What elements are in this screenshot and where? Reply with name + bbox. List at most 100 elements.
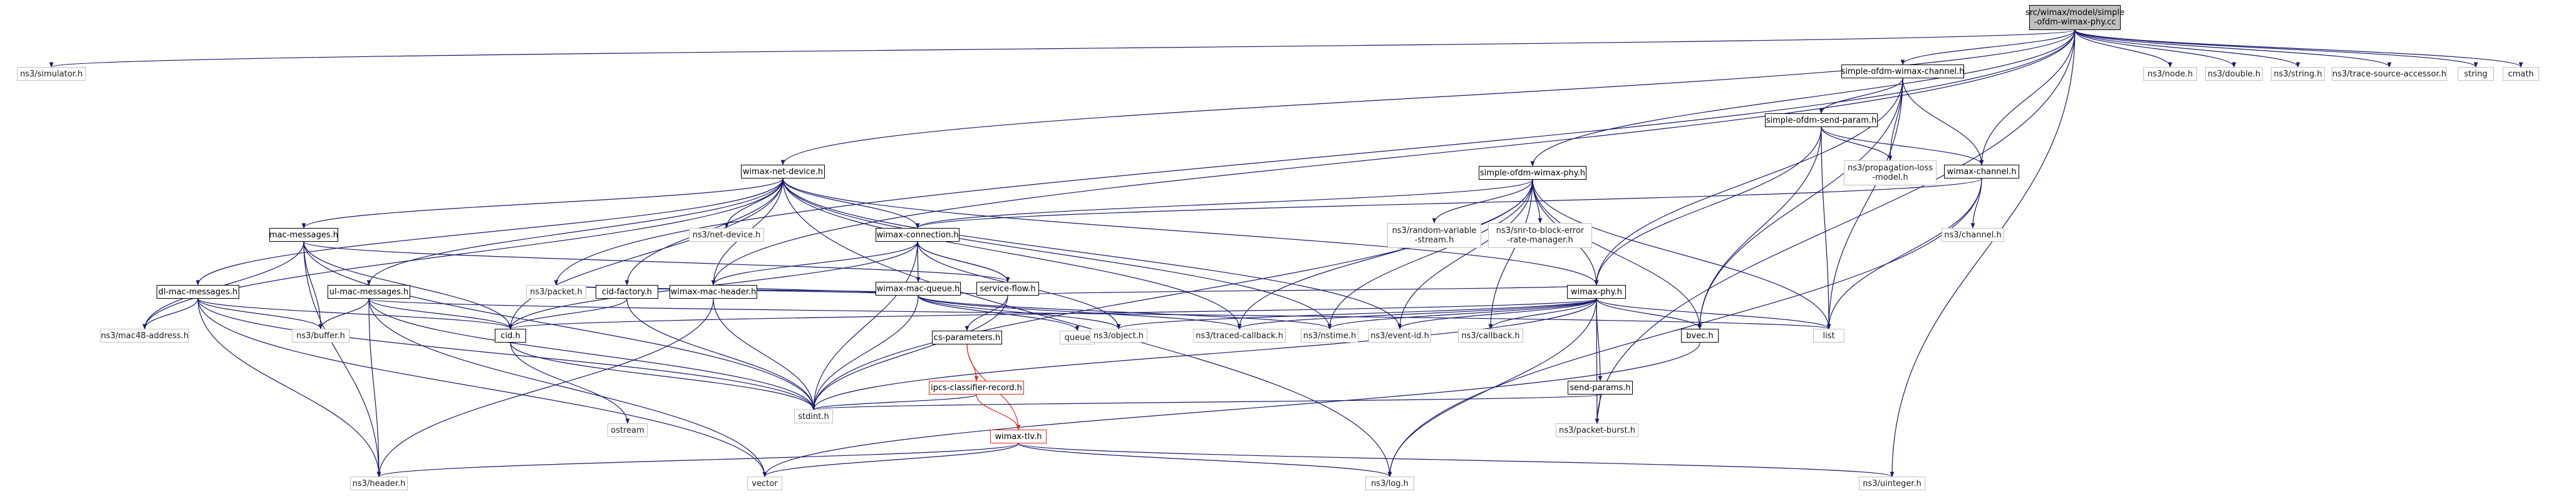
- simple-ofdm-wimax-phy-h-node[interactable]: simple-ofdm-wimax-phy.h: [1479, 166, 1586, 180]
- edge-wimax_mac_queue_h-to-ns3_traced_callback_h: [918, 295, 1242, 329]
- ipcs-classifier-record-h-node[interactable]: ipcs-classifier-record.h: [929, 381, 1024, 395]
- edge-cid_h-to-ostream_std: [510, 342, 630, 424]
- ns3-trace-source-accessor-h-node[interactable]: ns3/trace-source-accessor.h: [2332, 67, 2447, 81]
- edge-simple_ofdm_send_param_h-to-ns3_propagation_loss_model_h: [1821, 127, 1893, 161]
- edge-simple_ofdm_wimax_phy_h-to-stdint_h: [811, 179, 1533, 410]
- edge-dl_mac_messages_h-to-vector_std: [197, 298, 767, 477]
- edge-wimax_mac_queue_h-to-ns3_nstime_h: [918, 295, 1332, 329]
- ns3-net-device-h-node[interactable]: ns3/net-device.h: [689, 228, 764, 242]
- edge-wimax_connection_h-to-stdint_h: [811, 241, 918, 410]
- edge-wimax_channel_h-to-wimax_connection_h: [916, 178, 1982, 229]
- wimax-tlv-h-node[interactable]: wimax-tlv.h: [990, 430, 1047, 443]
- edge-dl_mac_messages_h-to-cid_h: [197, 298, 513, 329]
- edge-wimax_phy_h-to-ns3_event_id_h: [1397, 298, 1597, 329]
- edge-root-to-ns3_double_h: [2074, 29, 2237, 68]
- wimax-mac-header-h-node[interactable]: wimax-mac-header.h: [670, 285, 757, 299]
- string-node[interactable]: string: [2458, 67, 2494, 81]
- dl-mac-messages-h-node[interactable]: dl-mac-messages.h: [157, 285, 239, 299]
- edge-root-to-ns3_string_h: [2074, 29, 2300, 68]
- edge-root-to-wimax_net_device_h: [780, 29, 2076, 165]
- edge-dl_mac_messages_h-to-ns3_header_h: [197, 298, 381, 477]
- wimax-phy-h-node[interactable]: wimax-phy.h: [1567, 285, 1626, 299]
- cid-factory-h-node[interactable]: cid-factory.h: [596, 285, 658, 299]
- wimax-mac-queue-h-node[interactable]: wimax-mac-queue.h: [876, 282, 961, 296]
- edge-root-to-wimax_channel_h: [1979, 29, 2076, 165]
- edge-simple_ofdm_send_param_h-to-wimax_phy_h: [1594, 127, 1822, 286]
- vector-node[interactable]: vector: [747, 477, 782, 490]
- wimax-channel-h-node[interactable]: wimax-channel.h: [1944, 165, 2019, 178]
- edge-dl_mac_messages_h-to-ns3_mac48_address_h: [142, 298, 199, 329]
- service-flow-h-node[interactable]: service-flow.h: [976, 282, 1039, 296]
- send-params-h-node[interactable]: send-params.h: [1568, 381, 1633, 395]
- edge-root-to-simple_ofdm_wimax_channel_h: [1900, 29, 2076, 65]
- ns3-snr-to-block-error-rate-manager-h-node[interactable]: ns3/snr-to-block-error -rate-manager.h: [1488, 223, 1592, 248]
- edge-wimax_mac_queue_h-to-ns3_object_h: [918, 295, 1121, 329]
- ns3-packet-burst-h-node[interactable]: ns3/packet-burst.h: [1556, 423, 1638, 437]
- edge-root-to-simple_ofdm_wimax_phy_h: [1530, 29, 2076, 167]
- bvec-h-node[interactable]: bvec.h: [1681, 329, 1719, 343]
- ns3-log-h-node[interactable]: ns3/log.h: [1365, 477, 1414, 490]
- ns3-nstime-h-node[interactable]: ns3/nstime.h: [1301, 329, 1358, 343]
- edge-service_flow_h-to-wimax_phy_h: [1007, 284, 1598, 296]
- simple-ofdm-send-param-h-node[interactable]: simple-ofdm-send-param.h: [1765, 113, 1878, 127]
- ns3-packet-h-node[interactable]: ns3/packet.h: [526, 285, 586, 299]
- simple-ofdm-wimax-channel-h-node[interactable]: simple-ofdm-wimax-channel.h: [1841, 65, 1965, 78]
- edge-send_params_h-to-ns3_packet_burst_h: [1595, 394, 1601, 424]
- ns3-mac48-address-h-node[interactable]: ns3/mac48-address.h: [100, 329, 189, 343]
- wimax-net-device-h-node[interactable]: wimax-net-device.h: [741, 165, 825, 178]
- ns3-traced-callback-h-node[interactable]: ns3/traced-callback.h: [1193, 329, 1286, 343]
- edge-cid_factory_h-to-stdint_h: [626, 298, 816, 410]
- ns3-string-h-node[interactable]: ns3/string.h: [2271, 67, 2325, 81]
- ns3-node-h-node[interactable]: ns3/node.h: [2143, 67, 2197, 81]
- edge-ipcs_classifier_record_h-to-stdint_h: [811, 394, 977, 410]
- edge-wimax_phy_h-to-ns3_packet_burst_h: [1595, 298, 1600, 424]
- ns3-object-h-node[interactable]: ns3/object.h: [1090, 329, 1147, 343]
- edge-layer: [49, 29, 2523, 477]
- edge-wimax_tlv_h-to-ns3_uinteger_h: [1018, 443, 1894, 477]
- edge-wimax_phy_h-to-ns3_traced_callback_h: [1237, 298, 1597, 329]
- cmath-node[interactable]: cmath: [2503, 67, 2539, 81]
- ns3-event-id-h-node[interactable]: ns3/event-id.h: [1368, 329, 1431, 343]
- ns3-random-variable-stream-h-node[interactable]: ns3/random-variable -stream.h: [1387, 223, 1481, 248]
- wimax-connection-h-node[interactable]: wimax-connection.h: [876, 228, 960, 242]
- edge-root-to-ns3_packet_h: [554, 29, 2076, 286]
- cid-h-node[interactable]: cid.h: [495, 329, 526, 343]
- ns3-buffer-h-node[interactable]: ns3/buffer.h: [292, 329, 349, 343]
- edge-service_flow_h-to-wimax_connection_h: [915, 241, 1008, 282]
- edge-simple_ofdm_wimax_channel_h-to-wimax_phy_h: [1594, 78, 1903, 286]
- edge-simple_ofdm_wimax_phy_h-to-wimax_connection_h: [915, 179, 1533, 229]
- edge-wimax_net_device_h-to-wimax_connection_h: [782, 178, 920, 229]
- ns3-callback-h-node[interactable]: ns3/callback.h: [1458, 329, 1523, 343]
- edge-wimax_phy_h-to-ns3_nstime_h: [1327, 298, 1597, 329]
- edge-wimax_tlv_h-to-ns3_header_h: [376, 443, 1019, 477]
- stdint-h-node[interactable]: stdint.h: [794, 410, 833, 423]
- edge-ul_mac_messages_h-to-ns3_header_h: [368, 298, 381, 477]
- list-node[interactable]: list: [1813, 329, 1844, 343]
- queue-node[interactable]: queue: [1060, 331, 1095, 344]
- mac-messages-h-node[interactable]: mac-messages.h: [269, 228, 338, 242]
- edge-simple_ofdm_wimax_channel_h-to-simple_ofdm_send_param_h: [1819, 78, 1903, 114]
- edge-ul_mac_messages_h-to-list_std: [368, 298, 1831, 329]
- ns3-propagation-loss-model-h-node[interactable]: ns3/propagation-loss -model.h: [1844, 160, 1937, 185]
- cs-parameters-h-node[interactable]: cs-parameters.h: [932, 331, 1002, 344]
- ostream-node[interactable]: ostream: [608, 423, 648, 437]
- edge-wimax_phy_h-to-bvec_h: [1596, 298, 1702, 329]
- ns3-double-h-node[interactable]: ns3/double.h: [2205, 67, 2263, 81]
- edge-wimax_net_device_h-to-ns3_nstime_h: [782, 178, 1332, 329]
- edge-root-to-ns3_node_h: [2074, 29, 2173, 68]
- edge-simple_ofdm_wimax_phy_h-to-bvec_h: [1532, 179, 1702, 329]
- ns3-simulator-h-node[interactable]: ns3/simulator.h: [17, 67, 86, 81]
- edge-mac_messages_h-to-service_flow_h: [303, 241, 1010, 282]
- edge-root-to-ns3_trace_source_accessor_h: [2074, 29, 2392, 68]
- edge-simple_ofdm_wimax_phy_h-to-ns3_nstime_h: [1327, 179, 1533, 329]
- ns3-uinteger-h-node[interactable]: ns3/uinteger.h: [1859, 477, 1925, 490]
- edge-wimax_phy_h-to-cid_h: [509, 298, 1597, 329]
- ul-mac-messages-h-node[interactable]: ul-mac-messages.h: [328, 285, 410, 299]
- ns3-channel-h-node[interactable]: ns3/channel.h: [1942, 228, 2004, 242]
- edge-service_flow_h-to-cs_parameters_h: [965, 295, 1008, 331]
- root-file-node[interactable]: src/wimax/model/simple -ofdm-wimax-phy.c…: [2025, 5, 2124, 30]
- ns3-header-h-node[interactable]: ns3/header.h: [350, 477, 408, 490]
- edge-wimax_mac_queue_h-to-stdint_h: [811, 295, 919, 410]
- edge-wimax_phy_h-to-list_std: [1596, 298, 1831, 329]
